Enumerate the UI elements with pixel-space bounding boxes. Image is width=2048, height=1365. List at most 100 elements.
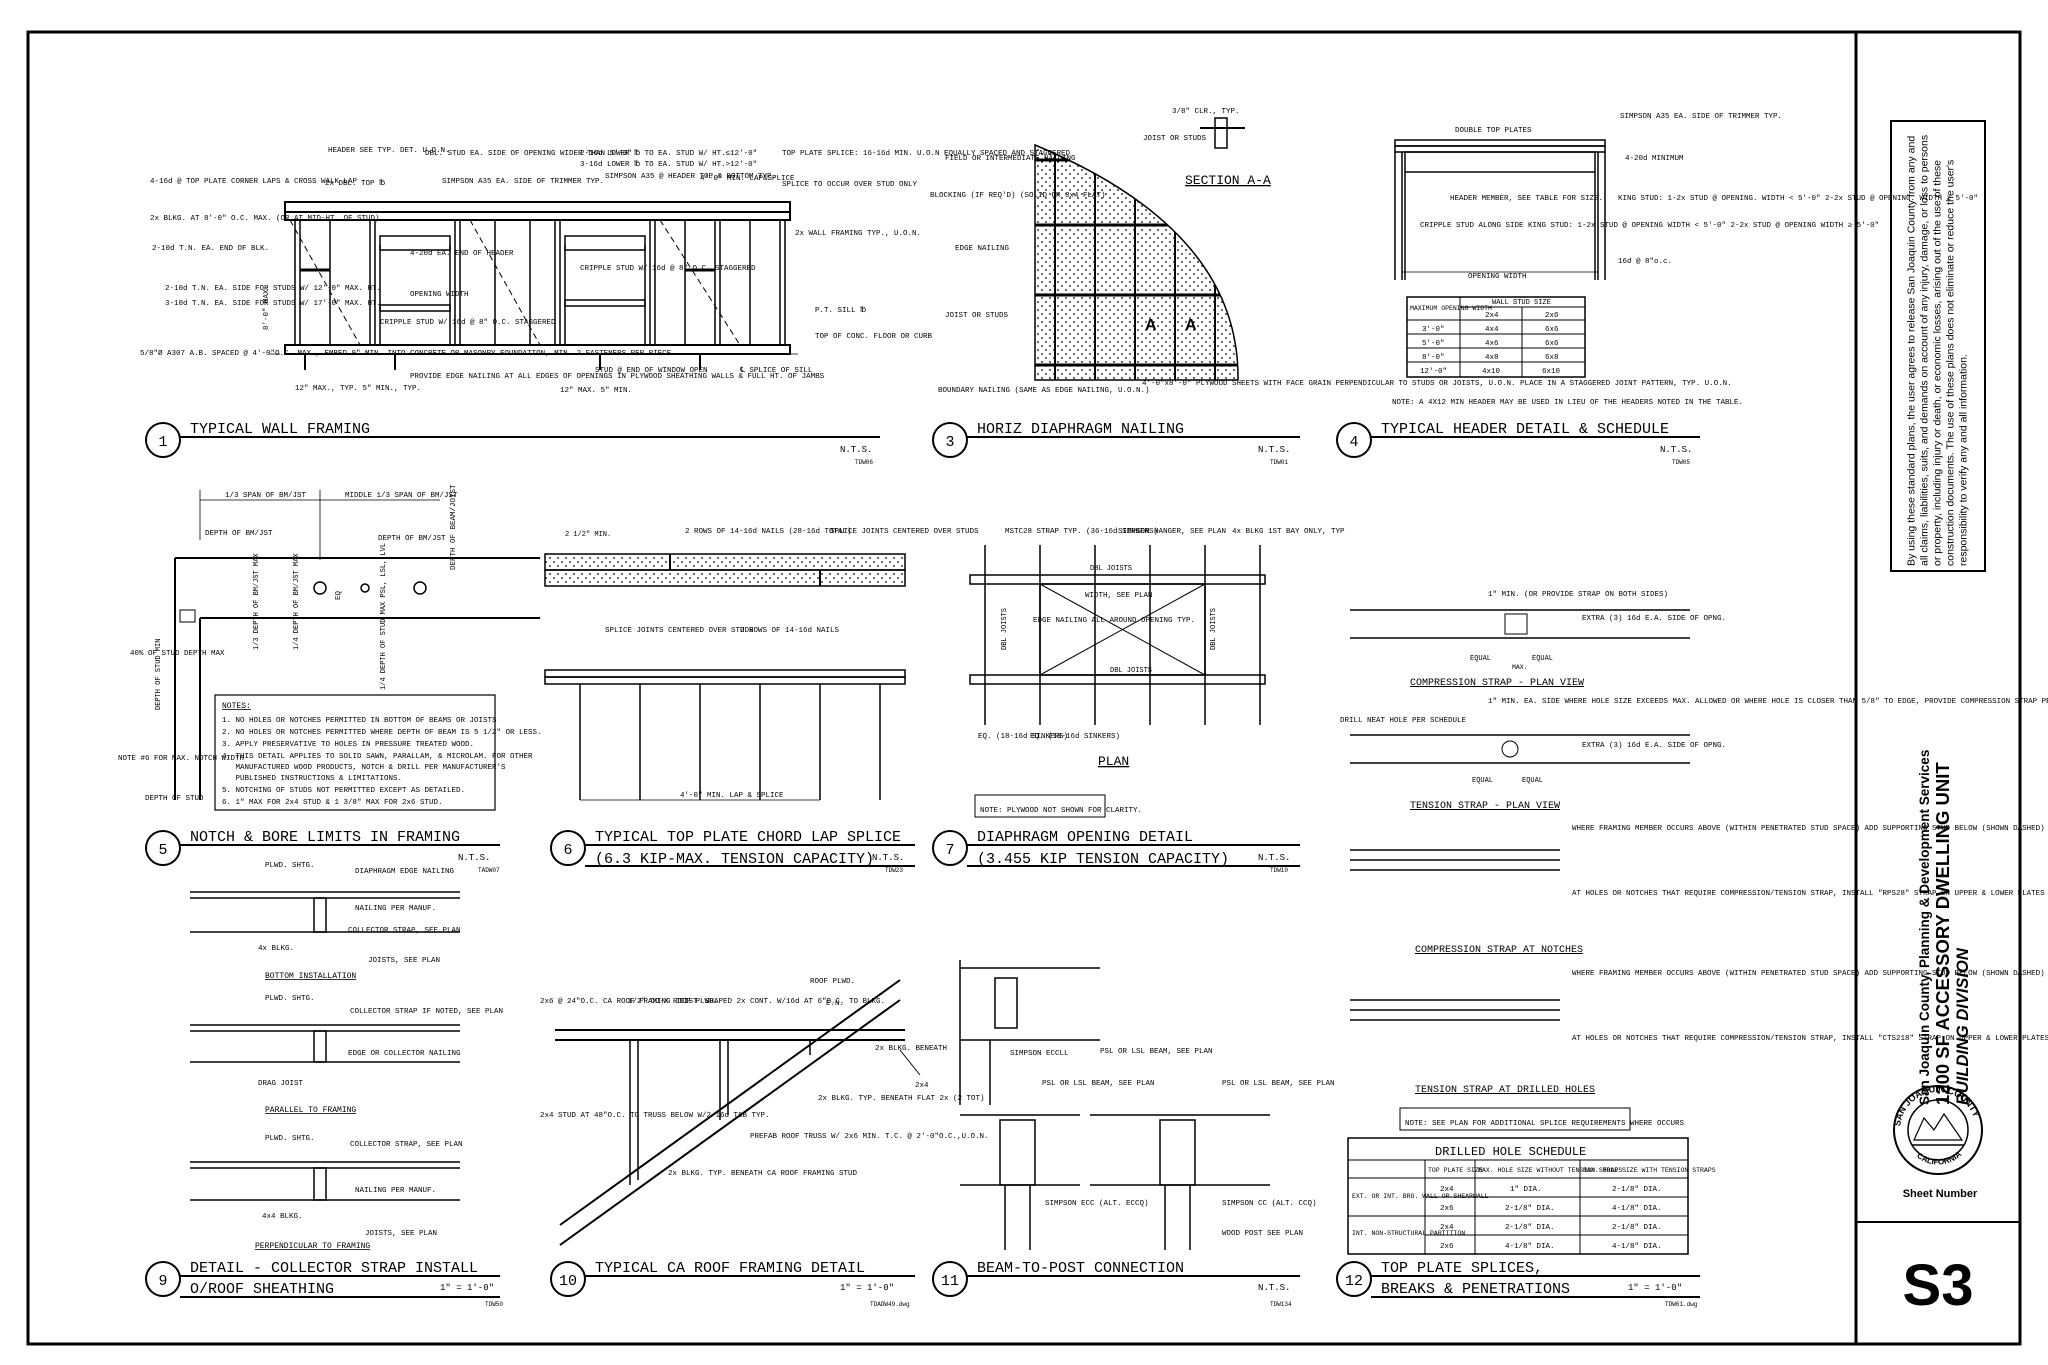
- d5-note-line: PUBLISHED INSTRUCTIONS & LIMITATIONS.: [222, 775, 402, 783]
- d10-note-j: PREFAB ROOF TRUSS W/ 2x6 MIN. T.C. @ 2'-…: [750, 1133, 989, 1141]
- d10-note-k: 2x BLKG. TYP. BENEATH CA ROOF FRAMING ST…: [668, 1170, 858, 1178]
- d7-note-b: SIMPSON HANGER, SEE PLAN: [1118, 528, 1226, 536]
- detail-scale: N.T.S.: [840, 445, 872, 455]
- d11-note-a: SIMPSON ECCLL: [1010, 1050, 1069, 1058]
- d10-note-c: SHAPED 2x CONT. W/16d AT 6"O.C. TO BLKG.: [705, 998, 885, 1006]
- d5-note-f: EQ: [335, 590, 343, 600]
- d7-note-c: 4x BLKG 1ST BAY ONLY, TYP: [1232, 528, 1345, 536]
- d6-note-f: 4'-0" MIN. LAP & SPLICE: [680, 792, 784, 800]
- detail-number: 6: [563, 842, 572, 859]
- d5-note-line: 1. NO HOLES OR NOTCHES PERMITTED IN BOTT…: [222, 717, 497, 725]
- d9-note-m: 4x4 BLKG.: [262, 1213, 303, 1221]
- d5-notes-title: NOTES:: [222, 702, 251, 711]
- d1-note-u: P.T. SILL ℔: [815, 305, 867, 315]
- detail-title-3: 3 HORIZ DIAPHRAGM NAILING N.T.S. TDW01: [932, 421, 1300, 466]
- d3-note-h: BOUNDARY NAILING (SAME AS EDGE NAILING, …: [938, 387, 1150, 395]
- d12-sub-a: COMPRESSION STRAP - PLAN VIEW: [1410, 678, 1584, 689]
- detail-ref: TDW05: [1672, 459, 1690, 466]
- header-table-cell: 4x4: [1485, 326, 1499, 334]
- d5-note-line: 5. NOTCHING OF STUDS NOT PERMITTED EXCEP…: [222, 787, 465, 795]
- d12-sub-d: TENSION STRAP AT DRILLED HOLES: [1415, 1085, 1595, 1096]
- d4-note-i: NOTE: A 4X12 MIN HEADER MAY BE USED IN L…: [1392, 399, 1743, 407]
- d10-note-a: 2x6 @ 24"O.C. CA ROOF FRAMING JOIST: [540, 998, 698, 1006]
- division-name: BUILDING DIVISION: [1954, 948, 1972, 1105]
- hole-table-cell: 2-1/8" DIA.: [1612, 1224, 1662, 1232]
- d5-note-k: DEPTH OF STUD MIN: [155, 639, 163, 710]
- svg-text:CALIFORNIA: CALIFORNIA: [1915, 1149, 1963, 1166]
- d9-note-d: COLLECTOR STRAP, SEE PLAN: [348, 927, 461, 935]
- detail-scale: N.T.S.: [1258, 853, 1290, 863]
- d5-note-b: MIDDLE 1/3 SPAN OF BM/JST: [345, 492, 458, 500]
- detail-10-roof: 2x6 @ 24"O.C. CA ROOF FRAMING JOIST 1/2"…: [540, 978, 989, 1246]
- d1-note-x: 12" MAX., TYP. 5" MIN., TYP.: [295, 385, 421, 393]
- d3-note-g: JOIST OR STUDS: [945, 312, 1009, 320]
- detail-scale: 1" = 1'-0": [1628, 1283, 1682, 1293]
- hole-table-title: DRILLED HOLE SCHEDULE: [1435, 1145, 1586, 1159]
- d4-note-f: KING STUD: 1-2x STUD @ OPENING. WIDTH < …: [1618, 195, 1978, 203]
- d1-note-h: SIMPSON A35 @ HEADER TOP & BOTTOM TYP.: [605, 173, 776, 181]
- project-title: 1200 SF ACCESSORY DWELLING UNIT: [1932, 762, 1953, 1105]
- d10-note-i: 2x4 STUD AT 48"O.C. TO TRUSS BELOW W/2-1…: [540, 1112, 770, 1120]
- d12-note-c2: EQUAL: [1532, 655, 1553, 663]
- d4-note-g: 16d @ 8"o.c.: [1618, 258, 1672, 266]
- detail-ref: TDW23: [885, 867, 903, 874]
- detail-title: TYPICAL WALL FRAMING: [190, 421, 370, 438]
- d9-note-a: PLWD. SHTG.: [265, 862, 315, 870]
- d10-note-g: 2x4: [915, 1082, 929, 1090]
- d1-note-e: SIMPSON A35 EA. SIDE OF TRIMMER TYP.: [442, 178, 604, 186]
- title-block: San Joaquin County, Planning & Developme…: [1900, 640, 1990, 1110]
- header-table-cell: 3'-0": [1422, 326, 1445, 334]
- detail-number: 3: [945, 434, 954, 451]
- d3-section-title: SECTION A-A: [1185, 173, 1271, 188]
- d4-note-b: SIMPSON A35 EA. SIDE OF TRIMMER TYP.: [1620, 113, 1782, 121]
- d12-note-b2: EXTRA (3) 16d E.A. SIDE OF OPNG.: [1582, 742, 1726, 750]
- detail-ref: TADW07: [478, 867, 500, 874]
- sheet-border: [26, 30, 2022, 1346]
- d12-note-f: DRILL NEAT HOLE PER SCHEDULE: [1340, 717, 1467, 725]
- detail-1-wall-framing: 4-16d @ TOP PLATE CORNER LAPS & CROSS WA…: [140, 147, 1071, 395]
- header-table-cell: 6x6: [1545, 326, 1559, 334]
- d1-note-q: 2-10d T.N. EA. SIDE FOR STUDS W/ 12'-0" …: [165, 285, 381, 293]
- d4-note-d: HEADER MEMBER, SEE TABLE FOR SIZE.: [1450, 195, 1603, 203]
- d10-note-e: E.N.: [826, 1000, 844, 1008]
- header-table-cell: 8'-0": [1422, 354, 1445, 362]
- d5-note-l: NOTE #6 FOR MAX. NOTCH WIDTH: [118, 755, 244, 763]
- disclaimer-text: By using these standard plans, the user …: [1905, 134, 1970, 566]
- header-table: MAXIMUM OPENING WIDTH WALL STUD SIZE 2x4…: [1406, 296, 1586, 378]
- d10-note-d: ROOF PLWD.: [810, 978, 855, 986]
- d7-note-f: EDGE NAILING ALL AROUND OPENING TYP.: [1033, 617, 1195, 625]
- d9-note-d2: COLLECTOR STRAP, SEE PLAN: [350, 1141, 463, 1149]
- header-table-group: WALL STUD SIZE: [1492, 299, 1551, 307]
- hole-table-cell: 2x4: [1440, 1186, 1454, 1194]
- detail-title: TYPICAL TOP PLATE CHORD LAP SPLICE: [595, 829, 901, 846]
- d3-note-a: 3/8" CLR., TYP.: [1172, 108, 1240, 116]
- d1-note-aa: 12" MAX. 5" MIN.: [560, 387, 632, 395]
- d1-note-w: 5/8"Ø A307 A.B. SPACED @ 4'-0"O.C. MAX.,…: [140, 349, 672, 358]
- d12-note: NOTE: SEE PLAN FOR ADDITIONAL SPLICE REQ…: [1405, 1120, 1685, 1128]
- d1-note-b: HEADER SEE TYP. DET. U.O.N.: [328, 147, 450, 155]
- detail-ref: TDW10: [1270, 867, 1288, 874]
- detail-scale: N.T.S.: [872, 853, 904, 863]
- d9-note-c: NAILING PER MANUF.: [355, 905, 436, 913]
- d1-note-n: 4-20d EA. END OF HEADER: [410, 250, 514, 258]
- d1-note-i: TOP PLATE SPLICE: 16-16d MIN. U.O.N EQUA…: [782, 150, 1071, 158]
- d9-note-a2: PLWD. SHTG.: [265, 995, 315, 1003]
- d9-note-c2: NAILING PER MANUF.: [355, 1187, 436, 1195]
- d9-note-i: EDGE OR COLLECTOR NAILING: [348, 1050, 461, 1058]
- sheet-number-label: Sheet Number: [1902, 1188, 1978, 1200]
- d1-note-a: 4-16d @ TOP PLATE CORNER LAPS & CROSS WA…: [150, 178, 358, 186]
- d7-note-g: EQ. (18-16d SINKERS): [978, 733, 1068, 741]
- seal-text-bottom: CALIFORNIA: [1915, 1149, 1963, 1166]
- detail-9-collector: PLWD. SHTG. DIAPHRAGM EDGE NAILING NAILI…: [190, 862, 503, 1251]
- d6-note-b: SPLICE JOINTS CENTERED OVER STUDS: [830, 528, 979, 536]
- detail-title: NOTCH & BORE LIMITS IN FRAMING: [190, 829, 460, 846]
- d9-note-b: DIAPHRAGM EDGE NAILING: [355, 868, 455, 876]
- d5-note-c: DEPTH OF BM/JST: [205, 530, 273, 538]
- detail-title-1: 1 TYPICAL WALL FRAMING N.T.S. TDW06: [145, 421, 880, 466]
- hole-table-cell: 1" DIA.: [1510, 1186, 1542, 1194]
- disclaimer-box: By using these standard plans, the user …: [1890, 120, 1986, 572]
- d3-note-f: EDGE NAILING: [955, 245, 1010, 253]
- d4-note-e: CRIPPLE STUD ALONG SIDE KING STUD: 1-2x …: [1420, 222, 1879, 230]
- d9-note-f: JOISTS, SEE PLAN: [368, 957, 440, 965]
